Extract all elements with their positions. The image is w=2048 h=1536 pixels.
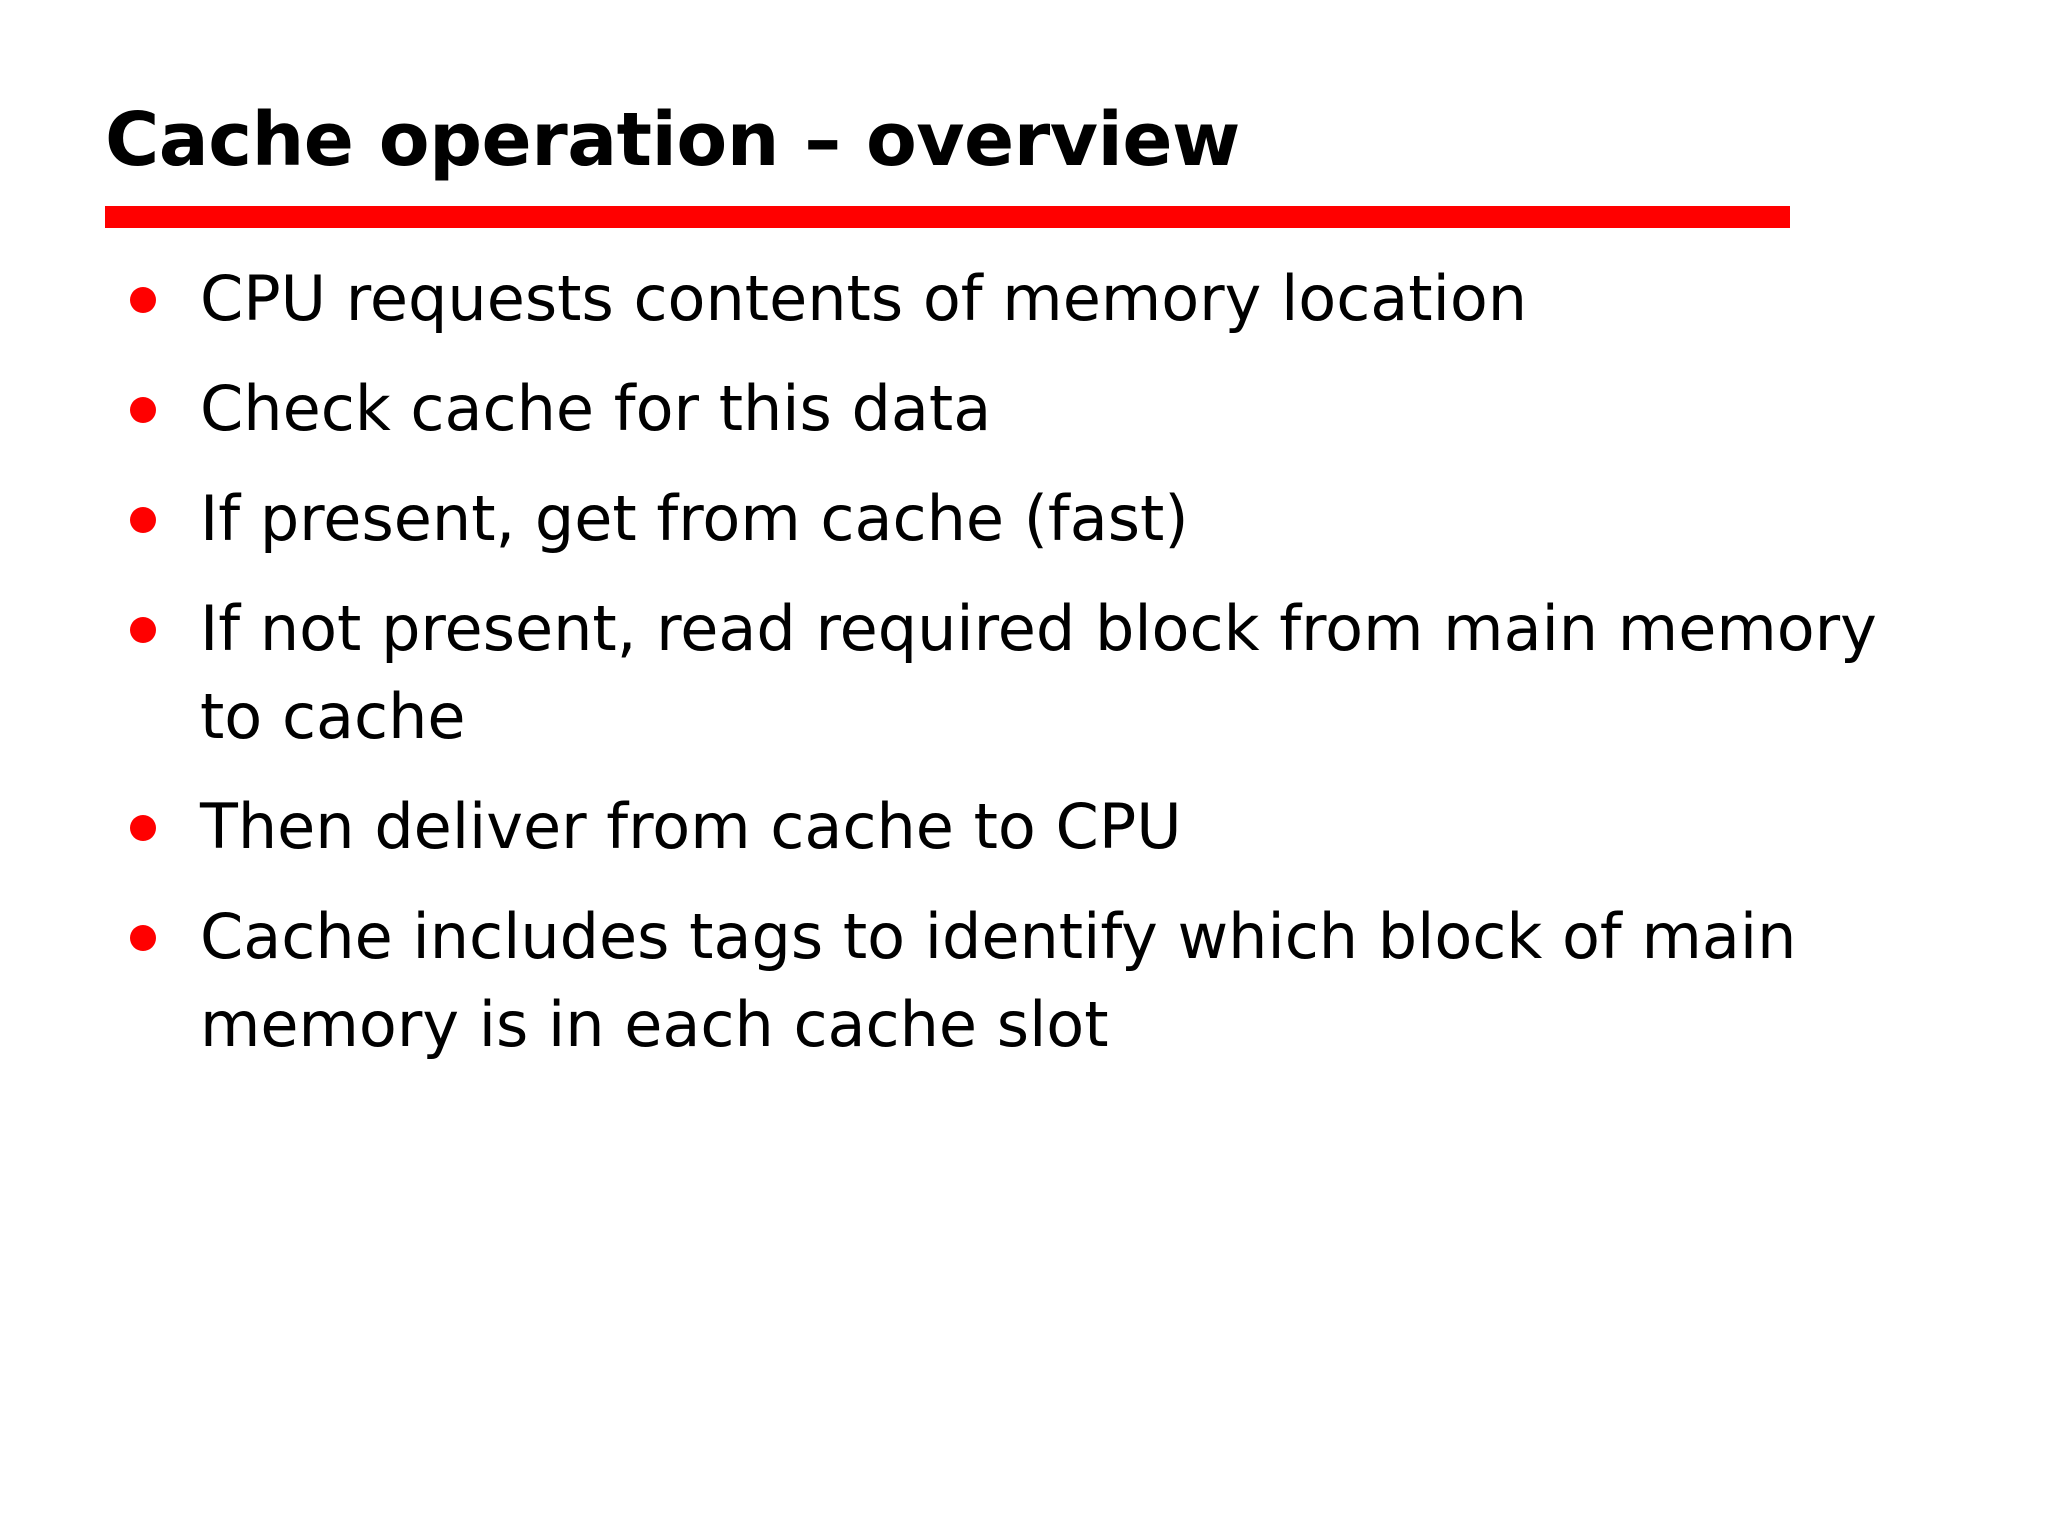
bullet-list: CPU requests contents of memory location…: [118, 255, 1998, 1069]
list-item-label: Check cache for this data: [200, 372, 992, 445]
title-underline-rule: [105, 206, 1790, 228]
list-item-label: Then deliver from cache to CPU: [200, 790, 1182, 863]
list-item: Check cache for this data: [118, 365, 1998, 453]
bullet-dot-icon: [130, 815, 156, 841]
bullet-dot-icon: [130, 397, 156, 423]
title-block: Cache operation – overview: [105, 96, 1805, 184]
bullet-dot-icon: [130, 925, 156, 951]
list-item: Then deliver from cache to CPU: [118, 783, 1998, 871]
list-item: If not present, read required block from…: [118, 585, 1998, 761]
list-item-label: If present, get from cache (fast): [200, 482, 1189, 555]
bullet-dot-icon: [130, 507, 156, 533]
list-item: Cache includes tags to identify which bl…: [118, 893, 1998, 1069]
list-item: If present, get from cache (fast): [118, 475, 1998, 563]
list-item-label: CPU requests contents of memory location: [200, 262, 1528, 335]
list-item: CPU requests contents of memory location: [118, 255, 1998, 343]
list-item-label: Cache includes tags to identify which bl…: [200, 900, 1797, 1061]
list-item-label: If not present, read required block from…: [200, 592, 1877, 753]
page-title: Cache operation – overview: [105, 97, 1240, 183]
bullet-dot-icon: [130, 617, 156, 643]
bullet-dot-icon: [130, 287, 156, 313]
